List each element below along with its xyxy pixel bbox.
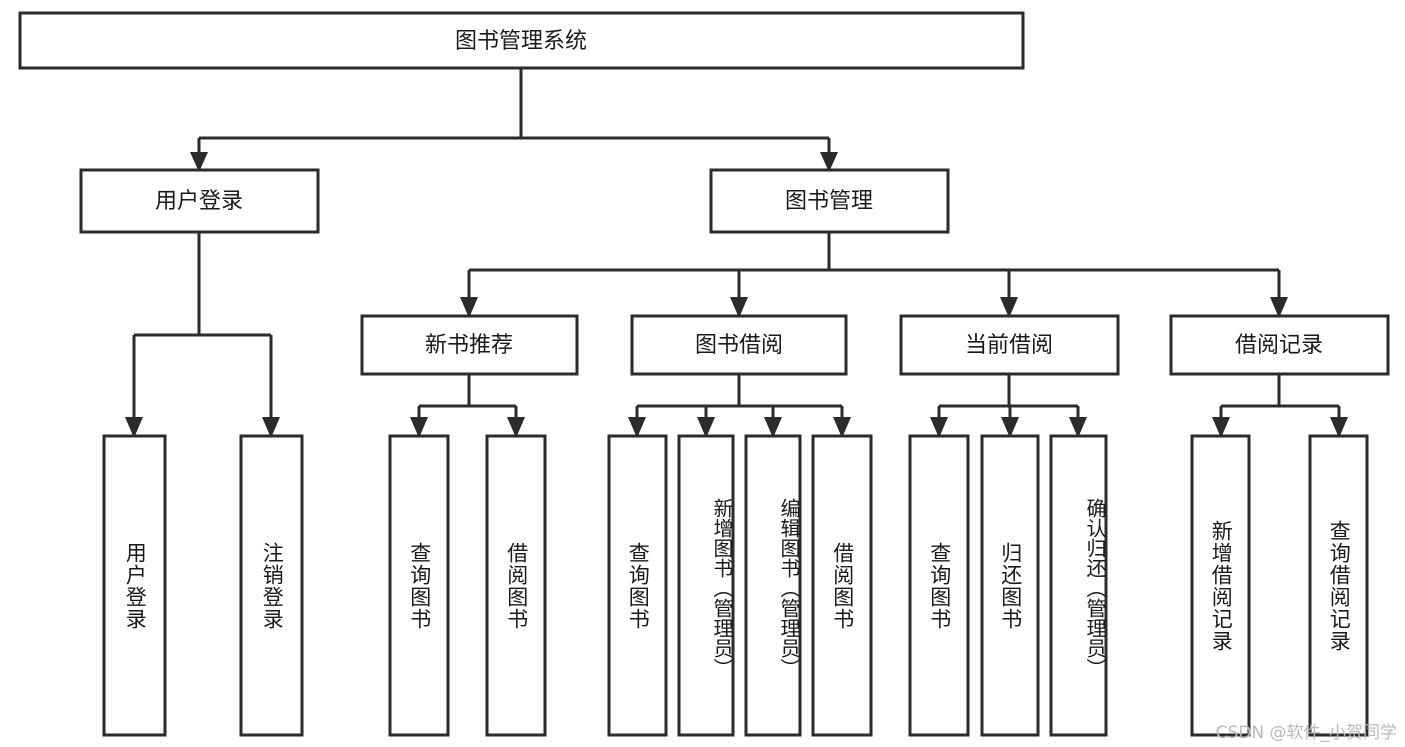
node-new-book-rec-label: 新书推荐: [425, 333, 513, 358]
node-book-borrow-box[interactable]: [630, 314, 848, 376]
node-borrow-record-label: 借阅记录: [1235, 333, 1323, 358]
leaf-query-book-rec-box[interactable]: [388, 434, 450, 737]
leaf-borrow-book-rec-label: 借阅图书: [504, 541, 529, 630]
node-new-book-rec-box[interactable]: [360, 314, 579, 376]
node-book-borrow-label: 图书借阅: [695, 333, 783, 358]
arrow-head-icon: [1069, 417, 1087, 438]
node-root-label: 图书管理系统: [455, 29, 587, 54]
arrow-head-icon: [507, 417, 525, 438]
node-new-book-rec[interactable]: 新书推荐: [360, 314, 579, 376]
leaf-return-book-label: 归还图书: [998, 541, 1023, 630]
leaf-query-book-cur-label-wrap: 查询图书: [927, 541, 952, 630]
arrow-head-icon: [764, 417, 782, 438]
leaf-confirm-return-admin-box[interactable]: [1049, 434, 1108, 737]
leaf-query-book-cur-label: 查询图书: [927, 541, 952, 630]
leaf-edit-book-admin-box[interactable]: [744, 434, 802, 737]
arrow-head-icon: [1270, 297, 1288, 318]
node-user-login[interactable]: 用户登录: [79, 168, 320, 234]
node-book-manage[interactable]: 图书管理: [709, 168, 950, 234]
node-book-borrow[interactable]: 图书借阅: [630, 314, 848, 376]
arrow-head-icon: [930, 417, 948, 438]
node-user-login-box[interactable]: [79, 168, 320, 234]
leaf-add-borrow-record-label-wrap: 新增借阅记录: [1209, 519, 1234, 652]
arrow-head-icon: [262, 417, 280, 438]
leaf-user-logout-label: 注销登录: [260, 541, 285, 630]
leaf-query-book-rec-label-wrap: 查询图书: [407, 541, 432, 630]
connector-layer: [125, 68, 1348, 438]
leaf-query-book-borrow-label-wrap: 查询图书: [626, 541, 651, 630]
arrow-head-icon: [628, 417, 646, 438]
leaf-borrow-book-box[interactable]: [811, 434, 873, 737]
node-borrow-record[interactable]: 借阅记录: [1169, 314, 1390, 376]
arrow-head-icon: [730, 297, 748, 318]
node-book-manage-box[interactable]: [709, 168, 950, 234]
leaf-add-borrow-record-label: 新增借阅记录: [1209, 519, 1234, 652]
node-book-manage-label: 图书管理: [785, 189, 873, 214]
leaf-add-book-admin-box[interactable]: [677, 434, 735, 737]
leaf-query-book-rec-label: 查询图书: [407, 541, 432, 630]
arrow-head-icon: [697, 417, 715, 438]
leaf-query-borrow-record-label: 查询借阅记录: [1327, 519, 1352, 652]
leaf-add-borrow-record-box[interactable]: [1190, 434, 1251, 737]
node-current-borrow-box[interactable]: [899, 314, 1120, 376]
arrow-head-icon: [820, 152, 838, 172]
arrow-head-icon: [1000, 297, 1018, 318]
node-current-borrow-label: 当前借阅: [965, 333, 1053, 358]
arrow-head-icon: [125, 417, 143, 438]
leaf-query-book-cur-box[interactable]: [908, 434, 970, 737]
arrow-head-icon: [1212, 417, 1230, 438]
arrow-head-icon: [410, 417, 428, 438]
leaf-query-book-borrow-label: 查询图书: [626, 541, 651, 630]
leaf-user-login-label-wrap: 用户登录: [123, 541, 148, 630]
node-borrow-record-box[interactable]: [1169, 314, 1390, 376]
leaf-borrow-book-label: 借阅图书: [830, 541, 855, 630]
leaf-borrow-book-rec-box[interactable]: [485, 434, 547, 737]
leaf-borrow-book-label-wrap: 借阅图书: [830, 541, 855, 630]
arrow-head-icon: [833, 417, 851, 438]
leaf-confirm-return-admin-label: 确认归还（管理员）: [1083, 497, 1106, 678]
leaf-confirm-return-admin-label-wrap: 确认归还（管理员）: [1083, 497, 1106, 678]
leaf-return-book-label-wrap: 归还图书: [998, 541, 1023, 630]
arrow-head-icon: [460, 297, 478, 318]
node-user-login-label: 用户登录: [155, 189, 243, 214]
leaf-borrow-book-rec-label-wrap: 借阅图书: [504, 541, 529, 630]
arrow-head-icon: [1001, 417, 1019, 438]
leaf-query-borrow-record-box[interactable]: [1308, 434, 1369, 737]
node-current-borrow[interactable]: 当前借阅: [899, 314, 1120, 376]
leaf-edit-book-admin-label-wrap: 编辑图书（管理员）: [777, 497, 800, 678]
leaf-user-logout-label-wrap: 注销登录: [260, 541, 285, 630]
leaf-edit-book-admin-label: 编辑图书（管理员）: [777, 497, 800, 678]
leaf-query-borrow-record-label-wrap: 查询借阅记录: [1327, 519, 1352, 652]
leaf-query-book-borrow-box[interactable]: [607, 434, 668, 737]
leaf-add-book-admin-label-wrap: 新增图书（管理员）: [710, 497, 733, 678]
node-root[interactable]: 图书管理系统: [18, 11, 1025, 70]
leaf-user-login-box[interactable]: [102, 434, 167, 737]
leaf-labels: 用户登录 注销登录 查询图书 借阅图书 查询图书 新增图书（管理员） 编辑图书（…: [123, 497, 1352, 678]
node-root-box[interactable]: [18, 11, 1025, 70]
arrow-head-icon: [190, 152, 208, 172]
leaf-user-logout-box[interactable]: [239, 434, 304, 737]
leaf-return-book-box[interactable]: [980, 434, 1040, 737]
leaf-add-book-admin-label: 新增图书（管理员）: [710, 497, 733, 678]
leaf-boxes: [102, 434, 1369, 737]
arrow-head-icon: [1330, 417, 1348, 438]
leaf-user-login-label: 用户登录: [123, 541, 148, 630]
